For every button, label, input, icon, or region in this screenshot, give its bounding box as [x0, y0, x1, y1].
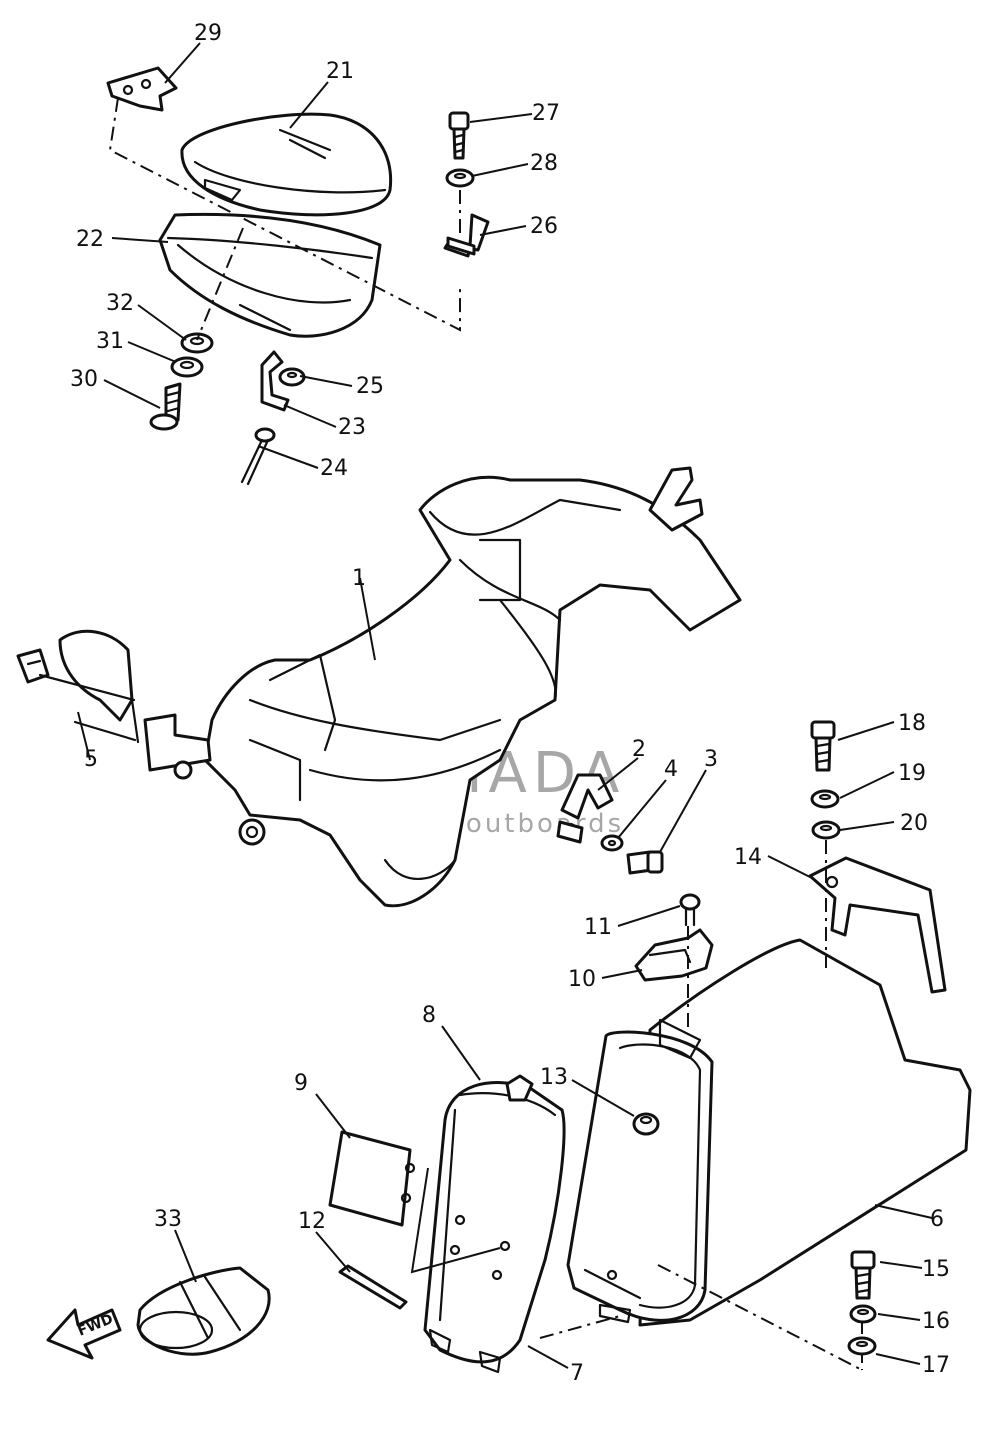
callout-4: 4: [664, 757, 678, 782]
part-10-clamp: [634, 928, 714, 982]
fwd-arrow-icon: FWD: [46, 1308, 122, 1360]
part-22-silencer-case: [158, 212, 382, 338]
part-16-washer: [849, 1304, 877, 1324]
part-31-washer: [170, 356, 204, 378]
callout-7: 7: [570, 1361, 584, 1386]
part-21-silencer-cover: [180, 112, 393, 217]
part-20-washer: [811, 820, 841, 840]
part-5-link-rod: [16, 629, 140, 744]
callout-30: 30: [70, 367, 98, 392]
callout-33: 33: [154, 1207, 182, 1232]
part-4-washer: [600, 834, 624, 852]
alignment-lines: [108, 97, 863, 1371]
callout-11: 11: [584, 915, 612, 940]
part-12-rod: [338, 1264, 408, 1310]
callout-15: 15: [922, 1257, 950, 1282]
part-24-rivet: [240, 427, 276, 486]
part-28-washer: [445, 168, 475, 188]
part-27-bolt: [448, 111, 470, 160]
callout-29: 29: [194, 21, 222, 46]
callout-10: 10: [568, 967, 596, 992]
leader-lines: [77, 42, 933, 1369]
callout-8: 8: [422, 1003, 436, 1028]
part-15-bolt: [850, 1250, 876, 1300]
callout-21: 21: [326, 59, 354, 84]
callout-19: 19: [898, 761, 926, 786]
part-32-washer: [180, 332, 214, 354]
callout-5: 5: [84, 747, 98, 772]
part-11-screw: [679, 893, 701, 927]
callout-18: 18: [898, 711, 926, 736]
callout-20: 20: [900, 811, 928, 836]
callout-labels: 29 21 22 32 31 30 25 23 24 27 28 26 1 5 …: [70, 21, 950, 1386]
callout-23: 23: [338, 415, 366, 440]
part-1-main-bracket: [143, 466, 742, 908]
callout-32: 32: [106, 291, 134, 316]
callout-3: 3: [704, 747, 718, 772]
part-8-cover: [423, 1074, 566, 1374]
part-13-grommet: [632, 1112, 660, 1136]
callout-12: 12: [298, 1209, 326, 1234]
part-6-silencer-box: [566, 938, 972, 1327]
part-33-sleeve: [136, 1266, 271, 1356]
part-9-pad: [328, 1130, 416, 1227]
part-29-bracket: [106, 66, 178, 112]
callout-17: 17: [922, 1353, 950, 1378]
callout-6: 6: [930, 1207, 944, 1232]
callout-9: 9: [294, 1071, 308, 1096]
part-18-bolt: [810, 720, 836, 772]
part-3-screw: [626, 850, 664, 875]
callout-31: 31: [96, 329, 124, 354]
callout-27: 27: [532, 101, 560, 126]
part-30-bolt: [149, 382, 182, 431]
callout-13: 13: [540, 1065, 568, 1090]
callout-16: 16: [922, 1309, 950, 1334]
part-23-clip: [260, 350, 290, 412]
callout-22: 22: [76, 227, 104, 252]
callout-2: 2: [632, 737, 646, 762]
callout-26: 26: [530, 214, 558, 239]
callout-1: 1: [352, 566, 366, 591]
callout-14: 14: [734, 845, 762, 870]
part-2-clip: [556, 773, 614, 844]
part-19-washer: [810, 789, 840, 809]
callout-25: 25: [356, 374, 384, 399]
part-17-washer: [847, 1336, 877, 1356]
callout-24: 24: [320, 456, 348, 481]
callout-28: 28: [530, 151, 558, 176]
part-26-bracket: [443, 213, 490, 258]
